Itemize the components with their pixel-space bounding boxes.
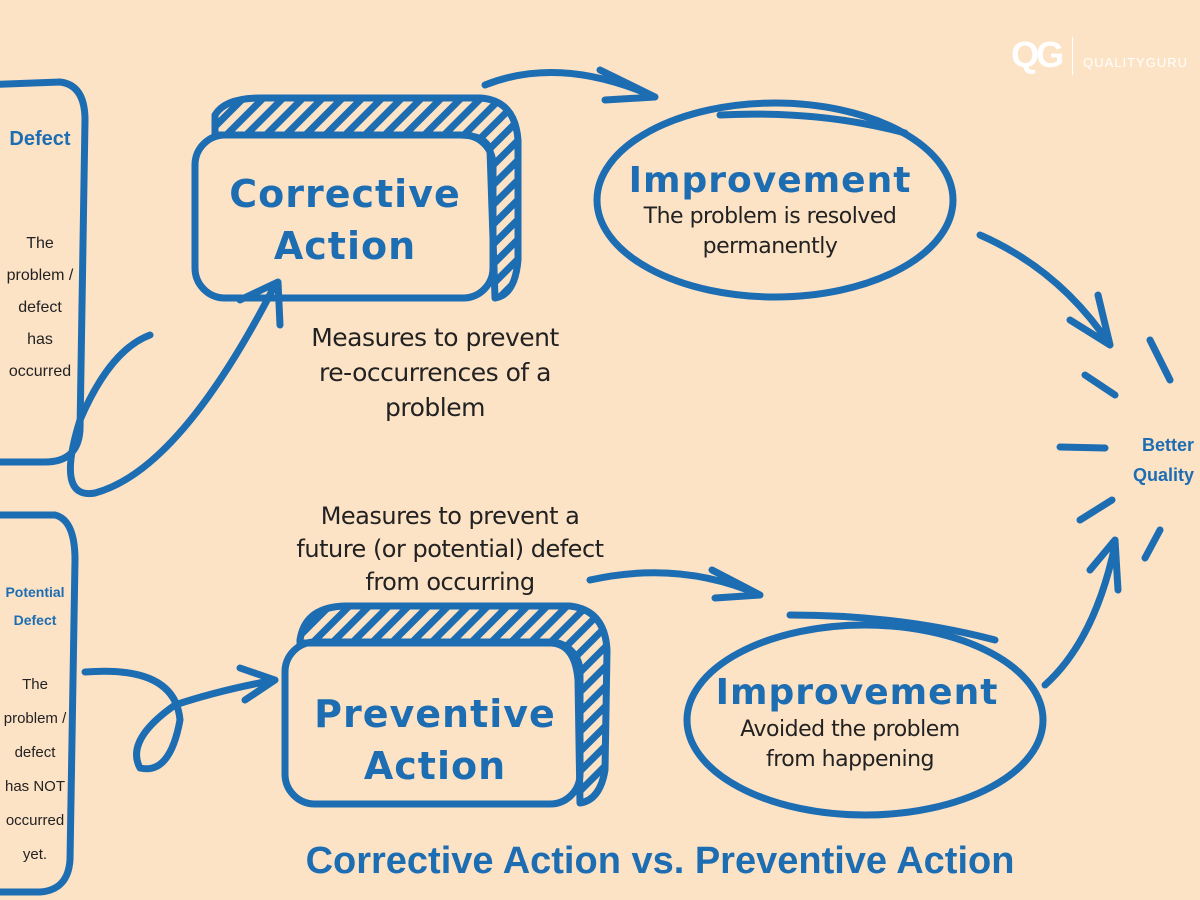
improvement-top-ellipse bbox=[593, 99, 957, 301]
arrow-defect-to-corrective bbox=[66, 278, 284, 498]
line: Preventive bbox=[314, 692, 556, 736]
corrective-description: Measures to prevent re-occurrences of a … bbox=[290, 320, 580, 425]
corrective-action-title: Corrective Action bbox=[200, 168, 490, 272]
line: Potential bbox=[5, 584, 65, 600]
line: problem bbox=[385, 393, 485, 422]
improvement-bottom-ellipse bbox=[683, 621, 1047, 819]
line: Defect bbox=[13, 612, 57, 628]
line: Measures to prevent bbox=[311, 323, 559, 352]
corrective-box bbox=[191, 131, 497, 302]
line: defect bbox=[14, 744, 56, 761]
potential-defect-description: The problem / defect has NOT occurred ye… bbox=[1, 668, 69, 872]
potential-defect-title: Potential Defect bbox=[1, 578, 69, 634]
line: occurred bbox=[8, 363, 72, 380]
preventive-box bbox=[281, 638, 584, 808]
arrow-improvement-to-quality bbox=[976, 231, 1114, 349]
line: Better bbox=[1141, 435, 1194, 455]
better-quality-label: Better Quality bbox=[1133, 430, 1194, 490]
burst-lines-icon bbox=[1056, 336, 1174, 562]
line: The problem is resolved bbox=[643, 204, 897, 229]
line: permanently bbox=[702, 234, 838, 259]
arrow-potential-to-preventive bbox=[81, 664, 279, 773]
line: Action bbox=[363, 744, 507, 788]
line: The bbox=[26, 235, 54, 252]
defect-box bbox=[0, 78, 89, 466]
line: has bbox=[27, 331, 53, 348]
line: from occurring bbox=[365, 568, 535, 596]
line: yet. bbox=[22, 846, 48, 863]
logo: QG QUALITYGURU bbox=[1011, 34, 1188, 76]
logo-mark: QG bbox=[1011, 34, 1064, 75]
improvement-bottom-description: Avoided the problem from happening bbox=[690, 715, 1010, 775]
logo-text: QUALITYGURU bbox=[1083, 55, 1188, 70]
line: has NOT bbox=[4, 778, 65, 795]
defect-description: The problem / defect has occurred bbox=[2, 228, 78, 388]
line: Avoided the problem bbox=[740, 717, 960, 742]
line: re-occurrences of a bbox=[319, 358, 551, 387]
line: Quality bbox=[1132, 465, 1194, 485]
preventive-action-title: Preventive Action bbox=[290, 688, 580, 792]
logo-divider bbox=[1071, 37, 1073, 75]
line: The bbox=[22, 676, 48, 693]
caption: Corrective Action vs. Preventive Action bbox=[305, 840, 1015, 882]
defect-title: Defect bbox=[9, 128, 71, 150]
improvement-bottom-title: Improvement bbox=[715, 672, 999, 713]
improvement-top-title: Improvement bbox=[628, 160, 912, 201]
line: Action bbox=[273, 224, 417, 268]
line: from happening bbox=[765, 747, 935, 772]
line: defect bbox=[18, 299, 62, 316]
arrow-improvement-to-quality-bottom bbox=[1041, 536, 1122, 689]
line: problem / bbox=[6, 267, 74, 284]
line: Measures to prevent a bbox=[320, 502, 580, 530]
line: occurred bbox=[5, 812, 65, 829]
preventive-description: Measures to prevent a future (or potenti… bbox=[270, 500, 630, 599]
arrow-corrective-to-improvement bbox=[481, 66, 659, 104]
line: future (or potential) defect bbox=[296, 535, 604, 563]
arrow-description-to-improvement bbox=[586, 566, 764, 602]
line: Corrective bbox=[229, 172, 461, 216]
improvement-top-description: The problem is resolved permanently bbox=[610, 202, 930, 262]
line: problem / bbox=[3, 710, 67, 727]
potential-defect-box bbox=[0, 511, 79, 896]
